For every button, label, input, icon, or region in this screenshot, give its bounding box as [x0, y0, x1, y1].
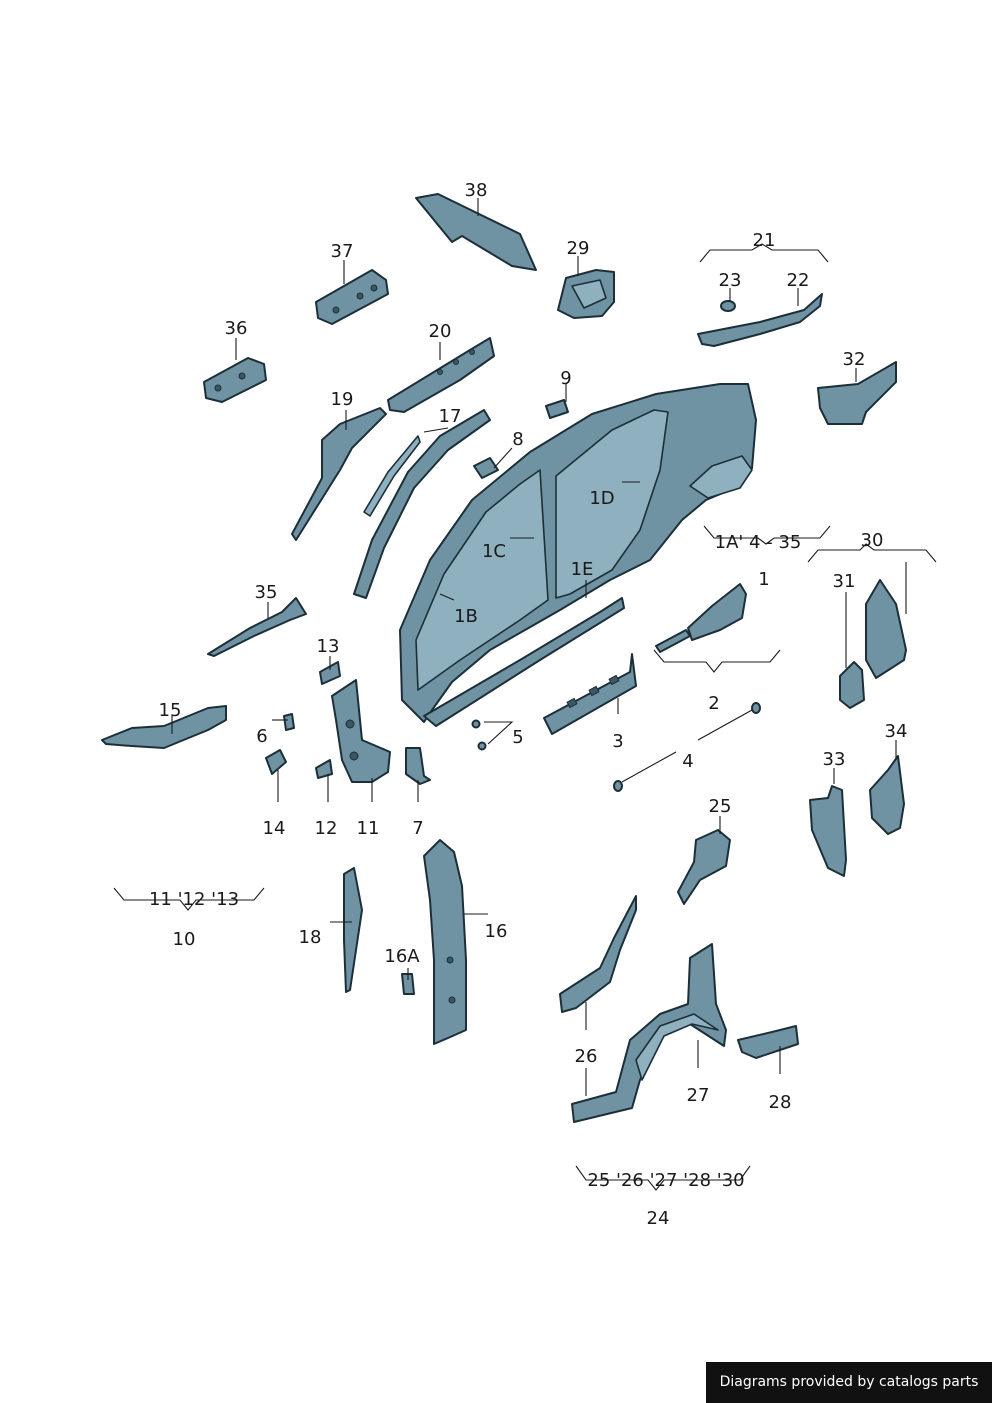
part-7-bracket[interactable]	[405, 747, 431, 785]
part-23-washer[interactable]	[720, 300, 736, 312]
callout-31[interactable]: 31	[833, 571, 856, 592]
part-32-bracket[interactable]	[817, 361, 897, 425]
part-18-strip[interactable]	[343, 867, 363, 993]
part-3-sill-panel[interactable]	[543, 653, 637, 735]
callout-23[interactable]: 23	[719, 270, 742, 291]
callout-34[interactable]: 34	[885, 721, 908, 742]
part-8-clip[interactable]	[473, 457, 499, 479]
callout-37[interactable]: 37	[331, 241, 354, 262]
part-9-clip[interactable]	[545, 399, 569, 419]
callout-10-group[interactable]: 11 '12 '13	[149, 889, 239, 910]
callout-28[interactable]: 28	[769, 1092, 792, 1113]
part-4-grommet-b[interactable]	[613, 780, 623, 792]
part-17-inner-frame[interactable]	[353, 409, 491, 599]
callout-20[interactable]: 20	[429, 321, 452, 342]
part-33-bracket[interactable]	[809, 785, 847, 877]
callout-16[interactable]: 16	[485, 921, 508, 942]
part-12-clip[interactable]	[315, 759, 333, 779]
callout-19[interactable]: 19	[331, 389, 354, 410]
callout-5[interactable]: 5	[512, 727, 523, 748]
part-31-bracket[interactable]	[839, 661, 865, 709]
callout-30[interactable]: 30	[861, 530, 884, 551]
callout-24[interactable]: 24	[647, 1208, 670, 1229]
callout-7[interactable]: 7	[412, 818, 423, 839]
part-36-bracket[interactable]	[203, 357, 267, 403]
part-22-seal-strip[interactable]	[697, 293, 823, 347]
callout-13[interactable]: 13	[317, 636, 340, 657]
callout-27[interactable]: 27	[687, 1085, 710, 1106]
callout-32[interactable]: 32	[843, 349, 866, 370]
credit-text: Diagrams provided by catalogs parts	[719, 1374, 979, 1390]
callout-1B[interactable]: 1B	[454, 606, 478, 627]
part-1-wheel-arch	[689, 455, 753, 499]
part-4-grommet-a[interactable]	[751, 702, 761, 714]
callout-1[interactable]: 1	[758, 569, 769, 590]
callout-24-group[interactable]: 25 '26 '27 '28 '30	[587, 1170, 744, 1191]
callout-labels: 38 37 29 21 23 22 36 20 32 9 19 17 8 1D …	[149, 180, 907, 1229]
callout-26[interactable]: 26	[575, 1046, 598, 1067]
callout-36[interactable]: 36	[225, 318, 248, 339]
part-17-strip[interactable]	[363, 435, 421, 517]
part-20-roof-frame[interactable]	[387, 337, 495, 413]
part-28-bracket[interactable]	[737, 1025, 799, 1059]
part-16A-plate[interactable]	[401, 973, 415, 995]
part-13-clip[interactable]	[319, 661, 341, 685]
callout-33[interactable]: 33	[823, 749, 846, 770]
callout-35[interactable]: 35	[255, 582, 278, 603]
part-1-rear-door-opening	[555, 409, 669, 599]
part-35-strip[interactable]	[207, 597, 307, 657]
part-26-wheelhouse-upper[interactable]	[559, 895, 637, 1013]
callout-12[interactable]: 12	[315, 818, 338, 839]
callout-16A[interactable]: 16A	[384, 946, 420, 967]
callout-1A-group[interactable]: 1A' 4 - 35	[715, 532, 802, 553]
callout-1E[interactable]: 1E	[571, 559, 594, 580]
part-14-clip[interactable]	[265, 749, 287, 775]
callout-8[interactable]: 8	[512, 429, 523, 450]
part-34-bracket[interactable]	[869, 755, 905, 835]
callout-17[interactable]: 17	[439, 406, 462, 427]
part-1E-sill	[423, 597, 625, 727]
part-2-strip[interactable]	[655, 629, 691, 653]
part-1-door-opening	[415, 469, 549, 691]
callout-14[interactable]: 14	[263, 818, 286, 839]
part-30-wheelhouse-panel[interactable]	[865, 579, 907, 679]
callout-1C[interactable]: 1C	[482, 541, 506, 562]
part-19-a-pillar-reinforcement[interactable]	[291, 407, 387, 541]
part-16-b-pillar[interactable]	[423, 839, 467, 1045]
leader-lines	[113, 198, 937, 1191]
callout-22[interactable]: 22	[787, 270, 810, 291]
callout-9[interactable]: 9	[560, 368, 571, 389]
part-15-rail[interactable]	[101, 705, 227, 749]
part-5-screw-b[interactable]	[477, 741, 487, 751]
callout-4[interactable]: 4	[682, 751, 693, 772]
part-5-screw-a[interactable]	[471, 719, 481, 729]
part-6-clip[interactable]	[283, 713, 295, 731]
part-1-sill-reinforcement[interactable]	[687, 583, 747, 641]
callout-2[interactable]: 2	[708, 693, 719, 714]
credit-banner: Diagrams provided by catalogs parts	[706, 1362, 992, 1403]
callout-29[interactable]: 29	[567, 238, 590, 259]
part-27-wheelhouse-inner[interactable]	[571, 943, 727, 1123]
callout-1D[interactable]: 1D	[589, 488, 614, 509]
callout-10[interactable]: 10	[173, 929, 196, 950]
callout-3[interactable]: 3	[612, 731, 623, 752]
callout-18[interactable]: 18	[299, 927, 322, 948]
callout-6[interactable]: 6	[256, 726, 267, 747]
callout-21[interactable]: 21	[753, 230, 776, 251]
callout-38[interactable]: 38	[465, 180, 488, 201]
callout-25[interactable]: 25	[709, 796, 732, 817]
part-38-roof-rail[interactable]	[415, 193, 537, 271]
part-37-bracket[interactable]	[315, 269, 389, 325]
callout-15[interactable]: 15	[159, 700, 182, 721]
part-25-bracket[interactable]	[677, 829, 731, 905]
callout-11[interactable]: 11	[357, 818, 380, 839]
part-11-pillar-panel[interactable]	[331, 679, 391, 783]
